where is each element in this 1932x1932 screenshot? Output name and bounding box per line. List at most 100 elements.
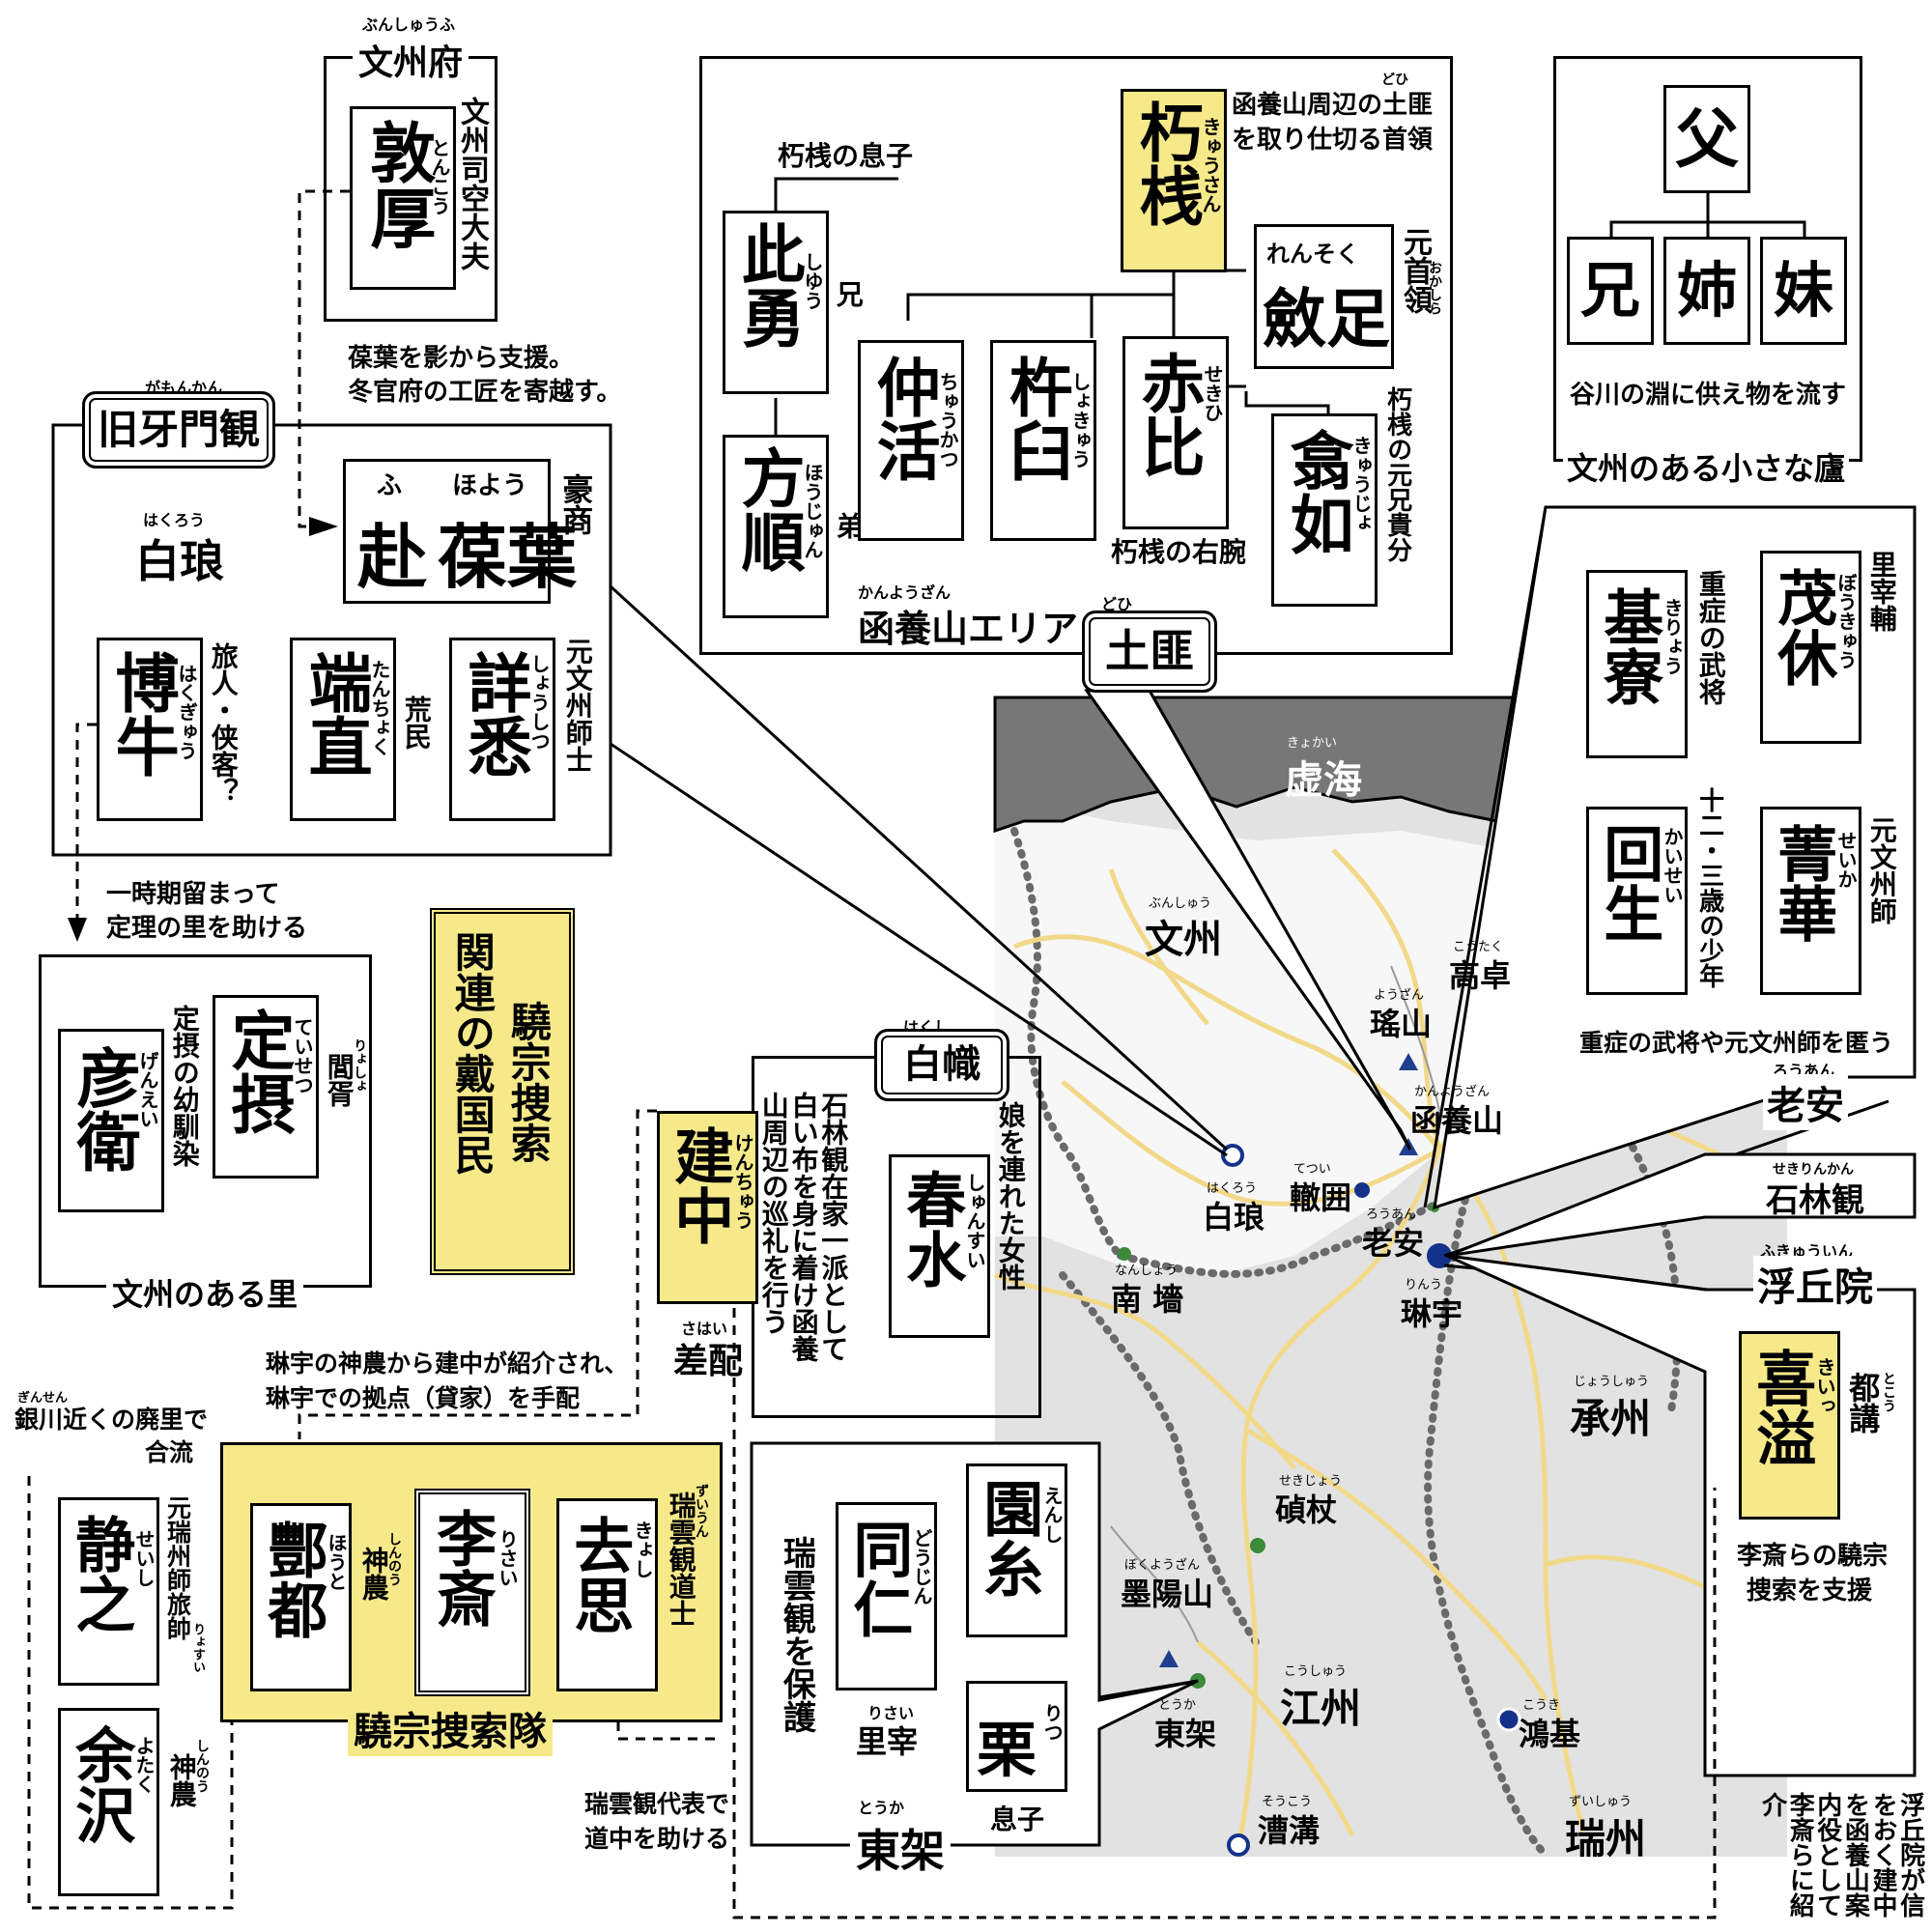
sekirinkan-furi: せきりんかん: [1773, 1162, 1854, 1178]
boukyuu-furi: ぼうきゅう: [1834, 573, 1858, 669]
kiitsu-box: 喜溢 きいっ: [1739, 1331, 1840, 1520]
rensoku-role-furi: おかしら: [1427, 261, 1442, 315]
bunshufu-note-2: 冬官府の工匠を寄越す。: [348, 378, 622, 407]
gagamon-label: 旧牙門観: [97, 406, 260, 453]
fukyuuin-label: 浮丘院: [1753, 1256, 1877, 1312]
search-team-label: 驍宗捜索隊: [348, 1700, 553, 1756]
fu-box: ふ ほよう 赴 葆葉: [343, 459, 577, 604]
map-sea-label: 虚海: [1285, 757, 1362, 803]
risai-name: 李斎: [426, 1508, 497, 1628]
shiyuu-role: 兄: [832, 280, 865, 307]
kiitsu-furi: きいっ: [1813, 1357, 1836, 1415]
intro-note-2: 琳宇での拠点（貸家）を手配: [266, 1384, 581, 1412]
younger-sister-name: 妹: [1773, 255, 1833, 326]
ginsen-note-2: 合流: [145, 1438, 194, 1466]
yotaku-role: 神農: [165, 1753, 198, 1807]
hakushi-desc: 石林観在家一派として白い布を身に着け函養山周辺の巡礼を行う: [757, 1092, 850, 1362]
zuiun-note-2: 道中を助ける: [584, 1825, 730, 1853]
kyuuzan-desc-2: を取り仕切る首領: [1232, 126, 1434, 155]
kenchuu-furi: けんちゅう: [731, 1133, 754, 1230]
genei-name: 彦衛: [66, 1045, 142, 1173]
map-place-furi: ぼくようざん: [1124, 1558, 1201, 1573]
kiryou-role: 重症の武将: [1694, 570, 1727, 705]
enshi-furi: えんし: [1040, 1486, 1064, 1544]
houjun-name: 方順: [730, 445, 807, 573]
map-place-label: 東架: [1154, 1716, 1217, 1752]
map-place-label: 瑤山: [1370, 1006, 1433, 1042]
map-place-label: 文州: [1145, 917, 1222, 962]
shokyuu-name: 杵臼: [998, 355, 1074, 482]
houto-name: 酆都: [257, 1520, 328, 1639]
map-place-furi: はくろう: [1207, 1181, 1258, 1196]
kyoshi-role: 瑞雲観道士: [665, 1492, 697, 1627]
map-place-furi: ようざん: [1374, 988, 1425, 1003]
genei-role: 定摂の幼馴染: [168, 1005, 201, 1167]
houjun-box: 方順 ほうじゅん: [723, 435, 829, 618]
stay-note-2: 定理の里を助ける: [106, 914, 308, 943]
kyuujo-furi: きゅうじょ: [1350, 436, 1373, 532]
map-place-label: 鴻基: [1519, 1716, 1581, 1752]
map-place-label: 墨陽山: [1121, 1576, 1214, 1612]
shoushitsu-box: 詳悉 しょうしつ: [449, 638, 555, 821]
enshi-name: 園糸: [973, 1478, 1044, 1598]
kyuujo-box: 翕如 きゅうじょ: [1271, 413, 1378, 607]
ritsu-name: 栗: [977, 1715, 1037, 1785]
map-place-label: 老安: [1362, 1225, 1425, 1262]
shiyuu-furi: しゆう: [801, 252, 824, 310]
intro-note-1: 琳宇の神農から建中が紹介され、: [266, 1350, 629, 1378]
fu-furi-2: ほよう: [452, 471, 528, 500]
map-place-label: 瑞州: [1565, 1815, 1647, 1862]
soukou-city-marker: [1227, 1833, 1250, 1857]
gagamon-tag: 旧牙門観: [82, 391, 275, 469]
kyuuzan-desc-furi: どひ: [1381, 72, 1408, 88]
zuiun-note-1: 瑞雲観代表で: [584, 1790, 730, 1818]
shokyuu-box: 杵臼 しょきゅう: [990, 340, 1096, 541]
kenchuu-role-furi: さはい: [681, 1320, 728, 1338]
map-place-furi: てつい: [1293, 1162, 1331, 1177]
shunsui-furi: しゅんすい: [963, 1173, 986, 1269]
fukyuuin-note-1: 李斎らの驍宗: [1737, 1542, 1889, 1571]
hakugyuu-role: 旅人・侠客？: [207, 642, 240, 805]
doujin-box: 同仁 どうじん: [836, 1502, 937, 1690]
bunshufu-title: 文州府: [353, 35, 469, 85]
boukyuu-role: 里宰輔: [1865, 551, 1898, 632]
sekihi-box: 赤比 せきひ: [1122, 336, 1229, 529]
teisetsu-furi: ていせつ: [291, 1017, 314, 1094]
tonkou-box: 敦厚 とんこう: [350, 106, 456, 290]
sekirinkan-label: 石林観: [1766, 1181, 1864, 1220]
kyuujo-name: 翕如: [1279, 428, 1355, 555]
kaisei-box: 回生 かいせい: [1586, 807, 1688, 995]
kaisei-name: 回生: [1593, 823, 1664, 943]
touka-label: 東架: [850, 1816, 951, 1880]
hakurou-city-marker: [1221, 1144, 1244, 1167]
fu-name-2: 葆葉: [438, 516, 578, 598]
bunshufu-note-1: 葆葉を影から支援。: [348, 344, 575, 373]
shiyuu-box: 此勇 しゆう: [723, 211, 829, 394]
kenchuu-role: 差配: [673, 1341, 744, 1381]
doujin-role: 里宰: [856, 1723, 919, 1760]
doujin-role-furi: りさい: [867, 1704, 915, 1722]
map-place-furi: じょうしゅう: [1574, 1375, 1650, 1389]
map-place-label: 白琅: [1203, 1199, 1265, 1236]
rensoku-name: 斂足: [1263, 281, 1390, 356]
kyoshi-furi: きょし: [631, 1520, 654, 1578]
ritsu-box: 栗 りつ: [966, 1681, 1067, 1792]
map-place-furi: とうか: [1158, 1698, 1197, 1713]
bokuyozan-mountain-marker: [1159, 1650, 1179, 1667]
seishi-box: 静之 せいし: [58, 1497, 159, 1686]
tanchoku-name: 端直: [298, 650, 374, 778]
map-place-furi: そうこう: [1262, 1795, 1313, 1809]
tetsui-town-marker: [1354, 1182, 1370, 1198]
map-place-furi: なんしょう: [1115, 1264, 1179, 1278]
shunsui-box: 春水 しゅんすい: [889, 1154, 990, 1338]
seishi-role: 元瑞州師旅帥: [163, 1495, 192, 1640]
family-frame-label: 文州のある小さな廬: [1563, 444, 1850, 489]
ritsu-role: 息子: [990, 1804, 1045, 1835]
map-place-label: 江州: [1280, 1685, 1362, 1732]
chuukatsu-box: 仲活 ちゅうかつ: [858, 340, 964, 541]
search-team-box: 酆都 ほうと 神農 しんのう 李斎 りさい 去思 きょし 瑞雲観道士 ずいうん: [220, 1442, 723, 1722]
kyuuzan-furi: きゅうさん: [1199, 117, 1222, 213]
doujin-name: 同仁: [842, 1519, 914, 1638]
kiitsu-role: 都講: [1844, 1372, 1882, 1434]
seika-name: 菁華: [1767, 823, 1838, 943]
